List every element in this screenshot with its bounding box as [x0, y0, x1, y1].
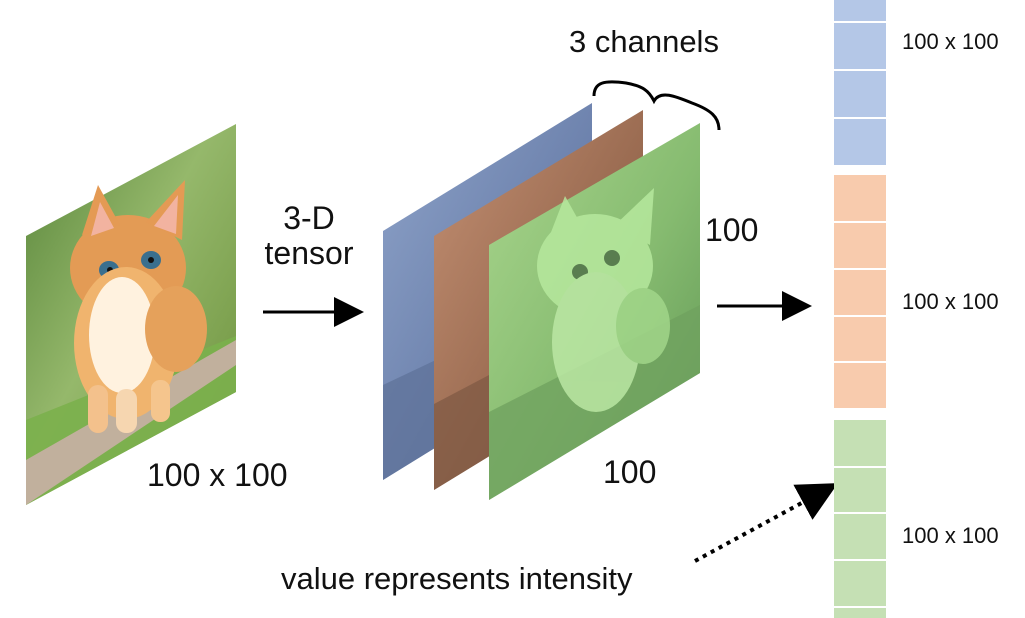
channels-label: 3 channels — [569, 24, 719, 59]
vector-segment-blue — [834, 0, 886, 165]
intensity-label: value represents intensity — [281, 561, 633, 596]
vector-segment-green — [834, 420, 886, 618]
flattened-vector — [834, 0, 886, 618]
vector-segment-orange — [834, 175, 886, 408]
green-channel-layer — [489, 123, 700, 500]
tensor-label-line-2: tensor — [264, 235, 354, 272]
height-label: 100 — [705, 212, 759, 248]
input-image-panel — [26, 124, 236, 505]
cat-illustration — [70, 180, 207, 433]
width-label: 100 — [603, 454, 657, 490]
tensor-label-line-1: 3-D — [283, 200, 335, 236]
channels-brace — [592, 80, 721, 131]
intensity-arrow — [694, 483, 839, 563]
green-channel-cat — [537, 188, 670, 412]
vector-segment-label-3: 100 x 100 — [902, 523, 999, 548]
input-size-label: 100 x 100 — [147, 457, 288, 493]
vector-segment-label-2: 100 x 100 — [902, 289, 999, 314]
vector-segment-label-1: 100 x 100 — [902, 29, 999, 54]
tensor-label: 3-D tensor — [239, 200, 379, 272]
